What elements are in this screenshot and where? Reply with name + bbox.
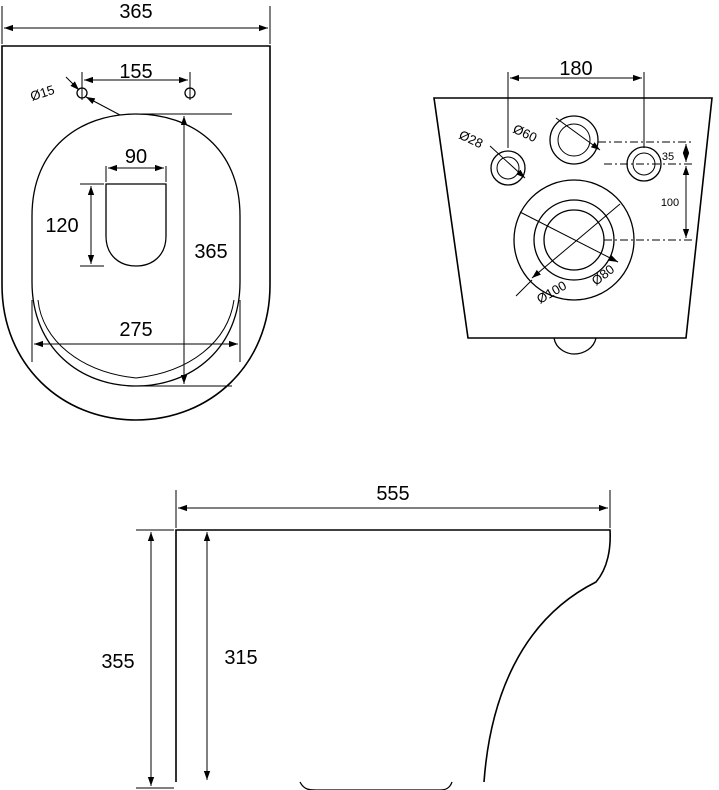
dim-inlet-diameter: Ø60	[511, 121, 540, 145]
dim-hole-spacing: 155	[119, 61, 152, 83]
seat-opening	[105, 183, 167, 267]
dim-outlet-offset: 100	[661, 197, 679, 209]
bowl-inner-line	[37, 299, 235, 379]
dim-inner-height: 315	[224, 647, 257, 669]
side-view-outline	[175, 529, 611, 783]
dim-hole-diameter: Ø15	[28, 82, 56, 104]
water-inlet	[549, 115, 599, 165]
rear-view-foot	[553, 337, 597, 355]
dim-bowl-width: 275	[119, 319, 152, 341]
rear-view-outline	[433, 97, 713, 339]
dim-overall-length: 555	[376, 483, 409, 505]
waste-outlet-ring	[533, 199, 615, 281]
dim-opening-length: 120	[45, 215, 78, 237]
top-view-outline	[1, 45, 271, 421]
rear-view: 180 Ø60 Ø28 35 100 Ø80 Ø100	[433, 58, 713, 355]
dim-hole-offset: 35	[662, 151, 674, 163]
dim-outlet-inner-diameter: Ø80	[589, 261, 618, 288]
bowl-rim	[31, 113, 241, 387]
dim-opening-width: 90	[125, 146, 147, 168]
dim-overall-width: 365	[119, 1, 152, 23]
waste-outlet-outer	[513, 179, 635, 301]
top-view: 365 155 Ø15 90 120 365 275	[1, 1, 271, 421]
dim-outer-hole-spacing: 180	[559, 58, 592, 80]
rear-hole-left	[490, 150, 526, 186]
dim-bowl-length: 365	[194, 241, 227, 263]
waste-outlet-inner	[543, 209, 605, 271]
dim-small-hole-diameter: Ø28	[457, 127, 486, 151]
side-view: 555 355 315	[101, 483, 611, 790]
dim-outlet-outer-diameter: Ø100	[534, 278, 569, 307]
dim-overall-height: 355	[101, 651, 134, 673]
side-view-foot	[299, 781, 453, 790]
